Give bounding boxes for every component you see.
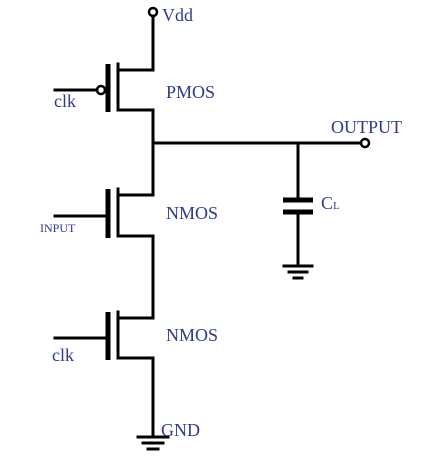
output-label: OUTPUT <box>331 117 402 137</box>
nmos-input-transistor <box>53 187 155 238</box>
capacitor-ground-icon <box>282 264 314 280</box>
nmos-input-label: NMOS <box>166 203 218 223</box>
ground-label: GND <box>161 420 200 440</box>
capacitor-label-main: C <box>321 193 333 213</box>
load-capacitor <box>283 141 313 268</box>
output-terminal <box>359 137 371 149</box>
capacitor-label: CL <box>321 193 340 213</box>
input-label: INPUT <box>40 221 76 235</box>
pmos-label: PMOS <box>166 82 215 102</box>
pmos-transistor <box>53 62 155 112</box>
vdd-label: Vdd <box>162 5 193 25</box>
capacitor-label-sub: L <box>333 200 340 212</box>
ground-icon <box>136 435 170 451</box>
nmos-clk-label: NMOS <box>166 325 218 345</box>
nmos-clk-transistor <box>53 310 155 360</box>
pmos-clk-label: clk <box>54 91 76 111</box>
nmos-clk-input-label: clk <box>52 345 74 365</box>
